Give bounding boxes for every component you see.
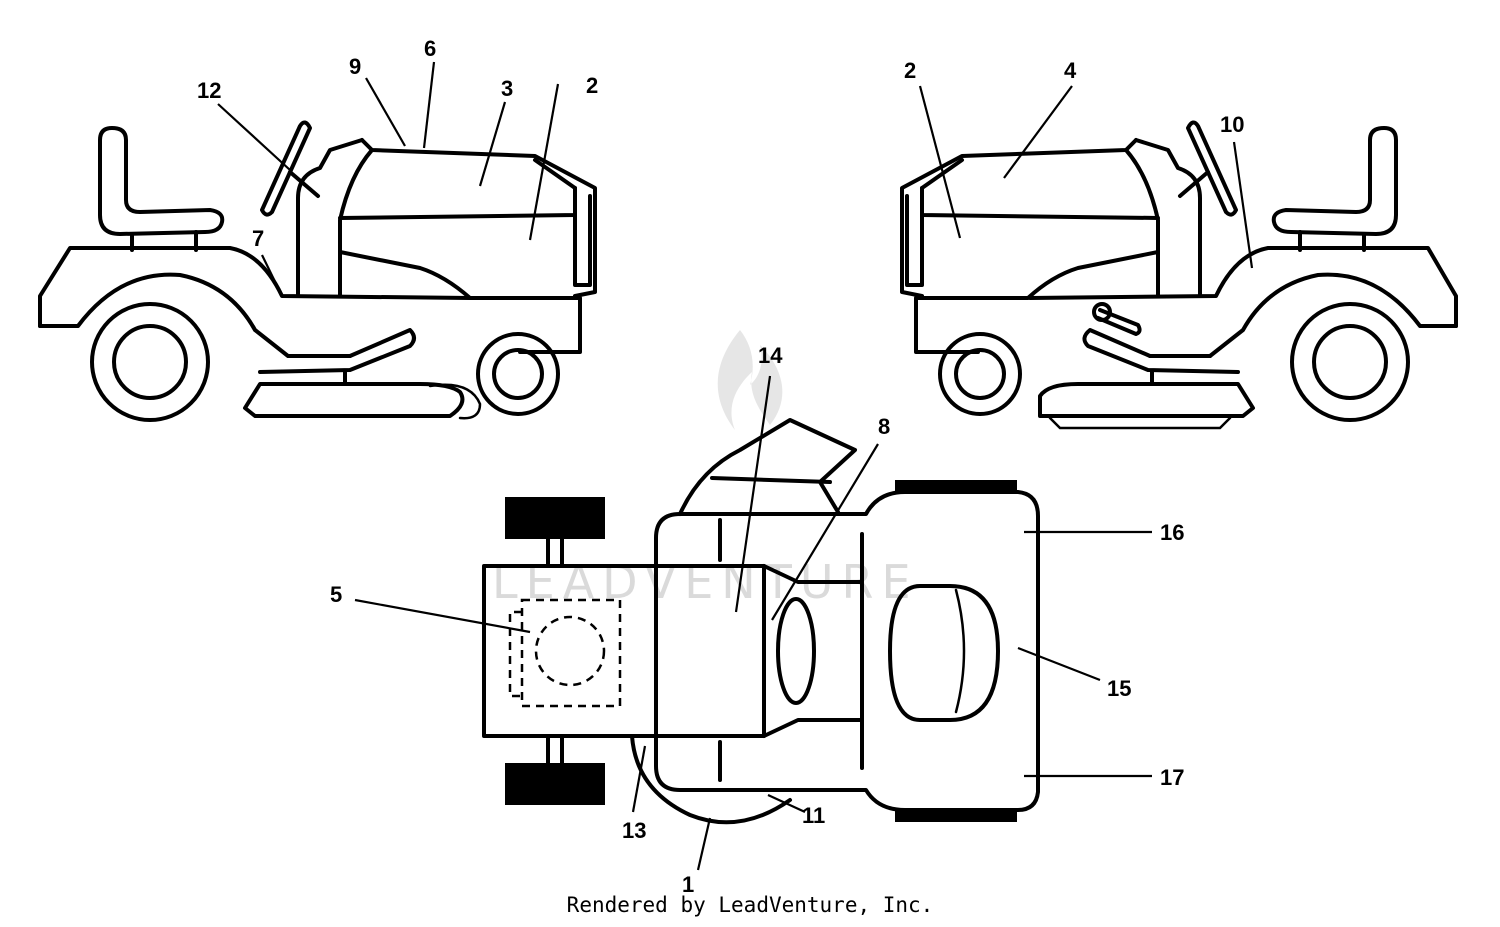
right-rear-wheel: [1290, 302, 1410, 422]
top-chute-inner: [710, 476, 832, 484]
left-footrest: [258, 328, 416, 374]
callout-2-right: 2: [904, 58, 916, 83]
callout-15: 15: [1107, 676, 1131, 701]
callout-6: 6: [424, 36, 436, 61]
left-hood: [360, 138, 597, 298]
callout-13: 13: [622, 818, 646, 843]
left-hood-side: [338, 148, 374, 298]
top-hood: [482, 564, 766, 738]
leader-lines: [217, 61, 1254, 871]
right-steering-wheel: [1186, 120, 1238, 217]
callout-17: 17: [1160, 765, 1184, 790]
right-footrest: [1082, 328, 1240, 374]
top-engine-cap: [534, 615, 606, 687]
right-dash-pillar: [1134, 138, 1202, 298]
left-front-hub: [492, 348, 544, 400]
callout-3: 3: [501, 76, 513, 101]
top-front-axle-lower: [546, 734, 564, 765]
callout-5: 5: [330, 582, 342, 607]
callout-4: 4: [1064, 58, 1077, 83]
right-seat: [1271, 126, 1398, 236]
right-front-wheel: [938, 332, 1022, 416]
callout-2-left: 2: [586, 73, 598, 98]
right-side-view: [900, 120, 1458, 430]
right-rear-hub: [1312, 324, 1388, 400]
left-side-view: [38, 120, 597, 422]
left-rear-wheel: [90, 302, 210, 422]
right-hood-side: [1124, 148, 1160, 298]
right-seat-post: [1298, 230, 1366, 252]
top-cowl: [762, 564, 864, 738]
left-steering-wheel: [260, 120, 312, 217]
right-mower-deck: [1038, 382, 1255, 418]
right-lift-lever: [1096, 308, 1142, 336]
left-frame-lower: [338, 250, 582, 354]
top-deck-body: [654, 490, 1040, 812]
top-steering-wheel: [776, 597, 816, 705]
left-rear-fender: [38, 246, 472, 328]
right-rear-fender: [1028, 246, 1458, 328]
callout-1: 1: [682, 872, 694, 897]
top-seat: [888, 584, 1000, 722]
callout-16: 16: [1160, 520, 1184, 545]
top-front-tire-lower: [505, 763, 605, 805]
top-engine-outline: [520, 598, 622, 708]
top-front-axle-upper: [546, 537, 564, 568]
callout-11: 11: [802, 803, 825, 828]
top-front-tire-upper: [505, 497, 605, 539]
credit-text: Rendered by LeadVenture, Inc.: [566, 893, 934, 917]
right-hood-line: [920, 158, 1160, 220]
right-front-hub: [954, 348, 1006, 400]
right-steering-column: [1178, 170, 1210, 198]
callout-12: 12: [197, 78, 221, 103]
right-deck-skirt: [1048, 416, 1232, 430]
callout-9: 9: [349, 54, 361, 79]
left-fender-arch: [38, 272, 352, 358]
top-view: [482, 418, 1040, 825]
left-deck-discharge: [428, 383, 482, 420]
callout-14: 14: [758, 343, 783, 368]
right-hood: [900, 138, 1138, 298]
left-seat: [98, 126, 225, 236]
callout-labels: 1 2 2 3 4 5 6 7 8 9 10 11 12 13 14 15 16…: [197, 36, 1244, 897]
left-seat-post: [130, 230, 198, 252]
left-steering-column: [288, 170, 320, 198]
left-grille: [573, 186, 592, 287]
right-lift-knob: [1092, 302, 1112, 322]
top-engine-offset: [508, 610, 522, 698]
callout-7: 7: [252, 226, 264, 251]
left-rear-hub: [112, 324, 188, 400]
left-mower-deck: [243, 382, 465, 418]
callout-8: 8: [878, 414, 890, 439]
top-deck-bulge: [630, 734, 792, 825]
top-discharge-chute: [678, 418, 857, 516]
top-seat-back: [954, 588, 966, 714]
left-dash-pillar: [296, 138, 364, 298]
right-fender-arch: [1148, 272, 1458, 358]
left-front-wheel: [476, 332, 560, 416]
right-frame-lower: [914, 250, 1160, 354]
callout-10: 10: [1220, 112, 1244, 137]
right-grille: [905, 186, 924, 287]
